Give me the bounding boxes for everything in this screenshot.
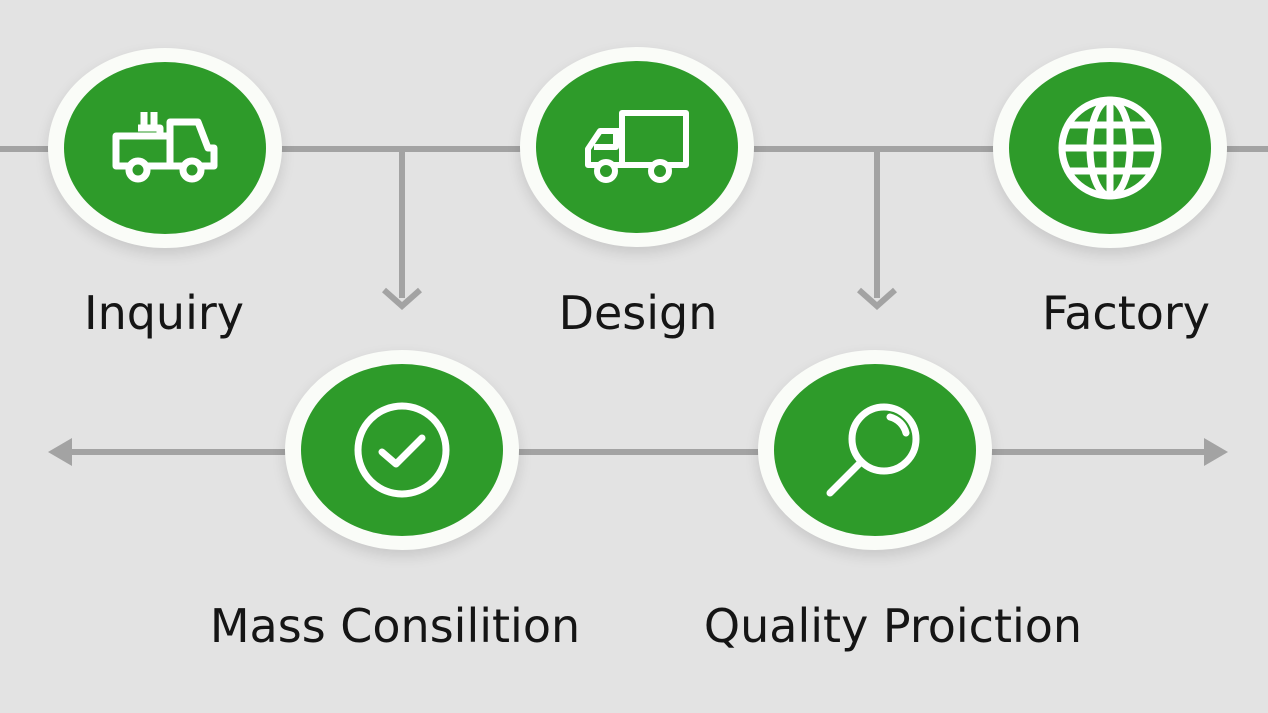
arrow-down-icon xyxy=(857,287,897,311)
arrow-right-icon xyxy=(1204,438,1228,466)
step-label-mass-consilition: Mass Consilition xyxy=(209,599,581,653)
step-label-inquiry: Inquiry xyxy=(84,286,244,340)
truck-icon xyxy=(112,112,218,183)
arrow-down-icon xyxy=(382,287,422,311)
check-circle-icon xyxy=(354,402,450,498)
step-quality-proiction xyxy=(758,350,992,550)
step-factory xyxy=(993,48,1227,248)
step-label-quality-proiction: Quality Proiction xyxy=(703,599,1083,653)
delivery-truck-icon xyxy=(585,110,689,183)
magnifier-icon xyxy=(826,403,920,497)
arrow-left-icon xyxy=(48,438,72,466)
globe-icon xyxy=(1058,96,1162,200)
step-label-design: Design xyxy=(558,286,718,340)
step-inquiry xyxy=(48,48,282,248)
step-label-factory: Factory xyxy=(1041,286,1211,340)
step-mass-consilition xyxy=(285,350,519,550)
step-design xyxy=(520,47,754,247)
